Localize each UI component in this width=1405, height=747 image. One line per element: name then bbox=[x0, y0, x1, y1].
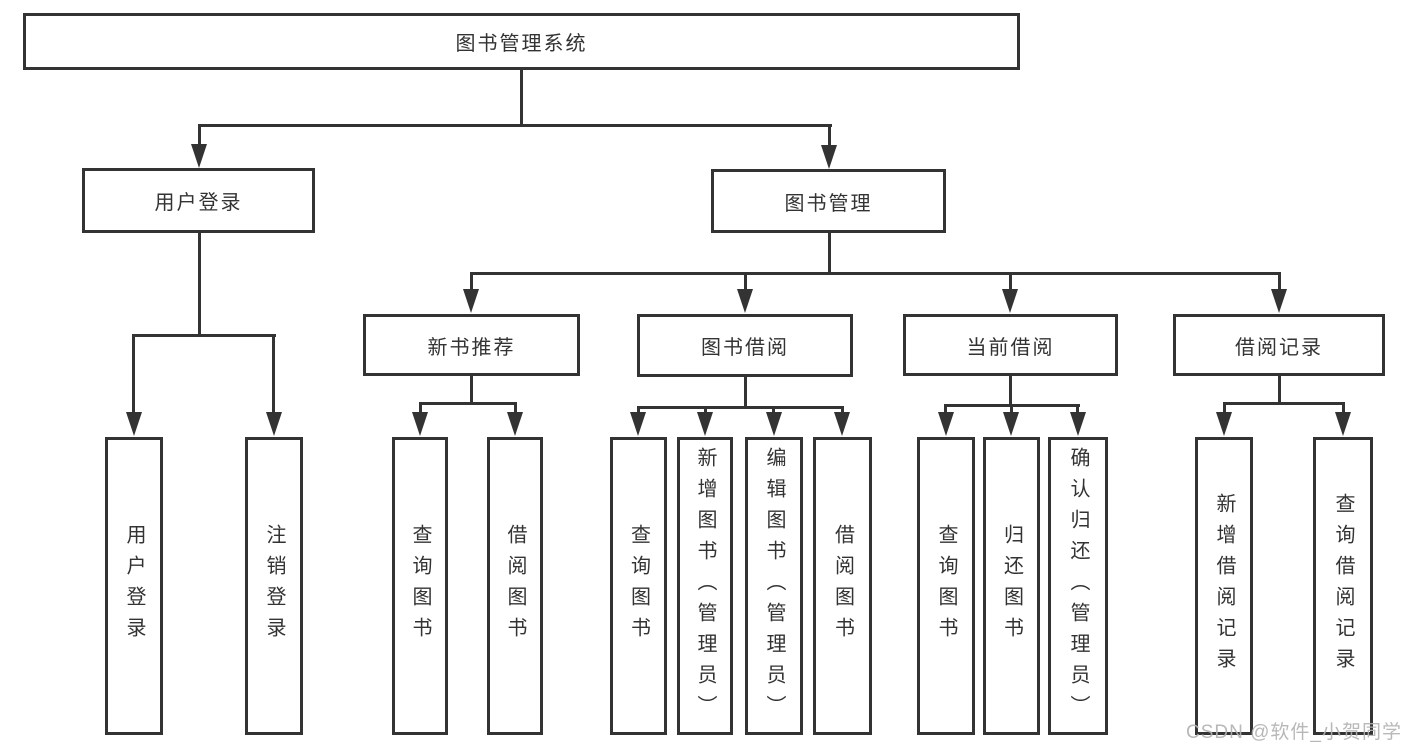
connector-line bbox=[637, 406, 844, 409]
connector-line bbox=[944, 404, 947, 414]
connector-line bbox=[1223, 402, 1226, 414]
connector-line bbox=[828, 124, 831, 149]
leaf-user-login: 用户登录 bbox=[105, 437, 163, 735]
node-book-borrow: 图书借阅 bbox=[637, 314, 853, 377]
leaf-add-borrow-record-label: 新增借阅记录 bbox=[1213, 493, 1235, 679]
watermark: CSDN @软件_小贺同学 bbox=[1186, 722, 1402, 743]
node-new-book-recommend-label: 新书推荐 bbox=[427, 336, 516, 359]
arrowhead-down-icon bbox=[737, 289, 753, 313]
connector-line bbox=[1076, 404, 1079, 414]
leaf-add-borrow-record: 新增借阅记录 bbox=[1195, 437, 1253, 735]
arrowhead-down-icon bbox=[1335, 412, 1351, 436]
leaf-add-books-admin-label: 新增图书（管理员） bbox=[694, 446, 716, 726]
arrowhead-down-icon bbox=[1002, 289, 1018, 313]
leaf-borrow-books-1-label: 借阅图书 bbox=[504, 524, 526, 648]
connector-line bbox=[198, 124, 201, 148]
leaf-query-borrow-record: 查询借阅记录 bbox=[1313, 437, 1373, 735]
leaf-user-login-label: 用户登录 bbox=[123, 524, 145, 648]
connector-line bbox=[1278, 376, 1281, 405]
arrowhead-down-icon bbox=[191, 144, 207, 168]
leaf-query-books-2-label: 查询图书 bbox=[627, 524, 650, 648]
node-user-login: 用户登录 bbox=[82, 168, 315, 233]
leaf-borrow-books-1: 借阅图书 bbox=[487, 437, 543, 735]
connector-line bbox=[744, 377, 747, 409]
arrowhead-down-icon bbox=[1003, 412, 1019, 436]
leaf-confirm-return-admin-label: 确认归还（管理员） bbox=[1067, 446, 1089, 726]
leaf-query-books-1-label: 查询图书 bbox=[409, 524, 431, 648]
connector-line bbox=[520, 70, 523, 126]
leaf-logout-label: 注销登录 bbox=[263, 524, 285, 648]
node-borrow-records: 借阅记录 bbox=[1173, 314, 1385, 376]
leaf-borrow-books-2-label: 借阅图书 bbox=[831, 524, 854, 648]
node-new-book-recommend: 新书推荐 bbox=[363, 314, 580, 376]
leaf-edit-books-admin: 编辑图书（管理员） bbox=[745, 437, 803, 735]
connector-line bbox=[1223, 402, 1345, 405]
leaf-edit-books-admin-label: 编辑图书（管理员） bbox=[763, 446, 785, 726]
node-book-borrow-label: 图书借阅 bbox=[701, 337, 789, 359]
leaf-query-books-3-label: 查询图书 bbox=[935, 524, 957, 648]
arrowhead-down-icon bbox=[630, 412, 646, 436]
node-book-management: 图书管理 bbox=[711, 169, 946, 233]
arrowhead-down-icon bbox=[1271, 289, 1287, 313]
connector-line bbox=[514, 402, 517, 416]
leaf-query-books-1: 查询图书 bbox=[392, 437, 448, 735]
connector-line bbox=[704, 406, 707, 416]
connector-line bbox=[1009, 272, 1012, 292]
connector-line bbox=[470, 376, 473, 405]
node-root-label: 图书管理系统 bbox=[455, 33, 588, 55]
node-current-borrow-label: 当前借阅 bbox=[966, 336, 1055, 359]
leaf-confirm-return-admin: 确认归还（管理员） bbox=[1048, 437, 1108, 735]
arrowhead-down-icon bbox=[266, 412, 282, 436]
arrowhead-down-icon bbox=[821, 145, 837, 169]
arrowhead-down-icon bbox=[126, 412, 142, 436]
node-root: 图书管理系统 bbox=[23, 13, 1020, 70]
connector-line bbox=[841, 406, 844, 416]
leaf-query-books-2: 查询图书 bbox=[610, 437, 667, 735]
arrowhead-down-icon bbox=[766, 412, 782, 436]
node-current-borrow: 当前借阅 bbox=[903, 314, 1118, 376]
connector-line bbox=[1010, 404, 1013, 414]
connector-line bbox=[637, 406, 640, 416]
connector-line bbox=[828, 233, 831, 275]
connector-line bbox=[470, 272, 1280, 275]
node-user-login-label: 用户登录 bbox=[154, 192, 243, 214]
connector-line bbox=[419, 402, 422, 416]
arrowhead-down-icon bbox=[463, 289, 479, 313]
leaf-query-books-3: 查询图书 bbox=[917, 437, 975, 735]
connector-line bbox=[132, 334, 135, 414]
leaf-query-borrow-record-label: 查询借阅记录 bbox=[1332, 493, 1354, 679]
leaf-return-books-label: 归还图书 bbox=[1000, 524, 1023, 648]
connector-line bbox=[272, 334, 275, 414]
connector-line bbox=[133, 334, 276, 337]
leaf-return-books: 归还图书 bbox=[983, 437, 1040, 735]
connector-line bbox=[419, 402, 517, 405]
leaf-logout: 注销登录 bbox=[245, 437, 303, 735]
connector-line bbox=[1278, 272, 1281, 292]
arrowhead-down-icon bbox=[507, 412, 523, 436]
connector-line bbox=[198, 233, 201, 337]
node-book-management-label: 图书管理 bbox=[784, 192, 873, 215]
leaf-borrow-books-2: 借阅图书 bbox=[813, 437, 872, 735]
connector-line bbox=[470, 272, 473, 292]
arrowhead-down-icon bbox=[1216, 412, 1232, 436]
connector-line bbox=[772, 406, 775, 416]
connector-line bbox=[1342, 402, 1345, 414]
connector-line bbox=[199, 124, 832, 127]
connector-line bbox=[1009, 376, 1012, 407]
arrowhead-down-icon bbox=[1070, 412, 1086, 436]
arrowhead-down-icon bbox=[697, 412, 713, 436]
arrowhead-down-icon bbox=[834, 412, 850, 436]
arrowhead-down-icon bbox=[938, 412, 954, 436]
leaf-add-books-admin: 新增图书（管理员） bbox=[677, 437, 733, 735]
connector-line bbox=[744, 272, 747, 292]
arrowhead-down-icon bbox=[412, 412, 428, 436]
node-borrow-records-label: 借阅记录 bbox=[1235, 336, 1323, 359]
